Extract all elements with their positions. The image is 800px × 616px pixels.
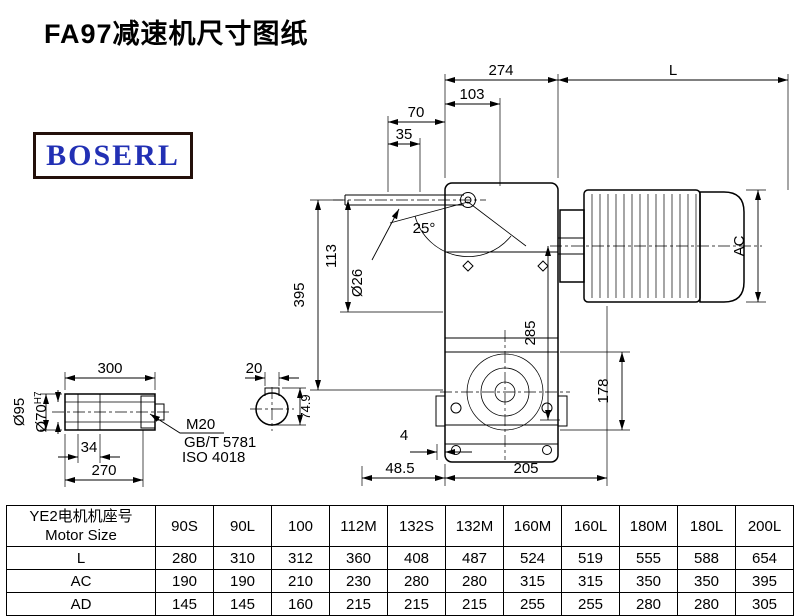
extension-lines	[40, 74, 789, 487]
dim-AC: AC	[731, 235, 748, 256]
table-cell: 395	[735, 569, 794, 593]
table-cell: 210	[271, 569, 330, 593]
motor-size-column-header: 180L	[677, 505, 736, 547]
table-cell: 315	[561, 569, 620, 593]
label-m20: M20	[186, 416, 215, 433]
dim-395: 395	[291, 282, 308, 307]
dim-48-5: 48.5	[385, 460, 414, 477]
motor-size-column-header: 90L	[213, 505, 272, 547]
row-label: L	[6, 546, 156, 570]
motor-size-column-header: 160M	[503, 505, 562, 547]
table-cell: 487	[445, 546, 504, 570]
row-label: AD	[6, 592, 156, 616]
dim-70: 70	[408, 104, 425, 121]
table-cell: 255	[561, 592, 620, 616]
table-cell: 315	[503, 569, 562, 593]
table-cell: 555	[619, 546, 678, 570]
table-cell: 190	[155, 569, 214, 593]
dim-dia70h7: Ø70H7	[33, 391, 50, 433]
dim-35: 35	[396, 126, 413, 143]
motor-fins	[591, 194, 697, 298]
dia26-leader	[371, 208, 400, 261]
dim-25deg: 25°	[413, 220, 436, 237]
table-cell: 360	[329, 546, 388, 570]
table-cell: 255	[503, 592, 562, 616]
table-cell: 280	[445, 569, 504, 593]
table-cell: 654	[735, 546, 794, 570]
motor-size-column-header: 90S	[155, 505, 214, 547]
dim-L: L	[669, 62, 677, 79]
m20-bolt	[154, 403, 165, 421]
table-cell: 215	[329, 592, 388, 616]
table-cell: 145	[213, 592, 272, 616]
motor-size-column-header: 180M	[619, 505, 678, 547]
boserl-logo-text: BOSERL	[46, 138, 180, 172]
table-cell: 312	[271, 546, 330, 570]
keyway-notch	[264, 387, 280, 396]
table-cell: 350	[677, 569, 736, 593]
boserl-logo: BOSERL	[33, 132, 193, 179]
motor	[557, 189, 745, 303]
dim-285: 285	[522, 320, 539, 345]
dim-103: 103	[459, 86, 484, 103]
table-cell: 305	[735, 592, 794, 616]
dim-4: 4	[400, 427, 408, 444]
table-cell: 280	[619, 592, 678, 616]
table-cell: 280	[677, 592, 736, 616]
motor-size-column-header: 200L	[735, 505, 794, 547]
label-gbt-5781: GB/T 5781	[184, 434, 256, 451]
table-cell: 145	[155, 592, 214, 616]
page-title: FA97减速机尺寸图纸	[44, 19, 309, 49]
output-shaft-detail	[64, 393, 165, 431]
motor-size-column-header: 112M	[329, 505, 388, 547]
dim-274: 274	[488, 62, 513, 79]
table-cell: 588	[677, 546, 736, 570]
centerlines	[52, 199, 762, 460]
table-cell: 215	[445, 592, 504, 616]
table-cell: 280	[387, 569, 446, 593]
dim-20: 20	[246, 360, 263, 377]
row-label: AC	[6, 569, 156, 593]
dim-34: 34	[81, 439, 98, 456]
label-iso-4018: ISO 4018	[182, 449, 245, 466]
dimension-texts: 274 L 103 70 35 395 113 Ø26 285 178 AC 4…	[291, 62, 748, 477]
dimension-lines	[43, 77, 788, 483]
table-cell: 524	[503, 546, 562, 570]
motor-size-column-header: 160L	[561, 505, 620, 547]
table-cell: 310	[213, 546, 272, 570]
motor-size-column-header: 132M	[445, 505, 504, 547]
dim-205: 205	[513, 460, 538, 477]
table-cell: 280	[155, 546, 214, 570]
dim-178: 178	[595, 378, 612, 403]
table-cell: 190	[213, 569, 272, 593]
table-cell: 519	[561, 546, 620, 570]
table-cell: 215	[387, 592, 446, 616]
table-cell: 230	[329, 569, 388, 593]
dim-74-9: 74.9	[298, 394, 313, 419]
shaft-detail-texts: 300 34 270 Ø95 Ø70H7 M20 GB/T 5781 ISO 4…	[11, 360, 313, 479]
dim-113: 113	[323, 244, 340, 268]
motor-fan-cowl	[699, 191, 745, 303]
table-cell: 160	[271, 592, 330, 616]
motor-size-column-header: 132S	[387, 505, 446, 547]
bore-section-detail	[255, 387, 289, 426]
table-cell: 408	[387, 546, 446, 570]
angle-25-annotation: 25°	[389, 201, 527, 257]
dim-300: 300	[97, 360, 122, 377]
dimension-drawing: 25°	[11, 62, 789, 487]
dim-270: 270	[91, 462, 116, 479]
dim-dia95: Ø95	[11, 398, 28, 426]
dim-dia26: Ø26	[349, 269, 366, 297]
table-cell: 350	[619, 569, 678, 593]
motor-size-column-header: 100	[271, 505, 330, 547]
